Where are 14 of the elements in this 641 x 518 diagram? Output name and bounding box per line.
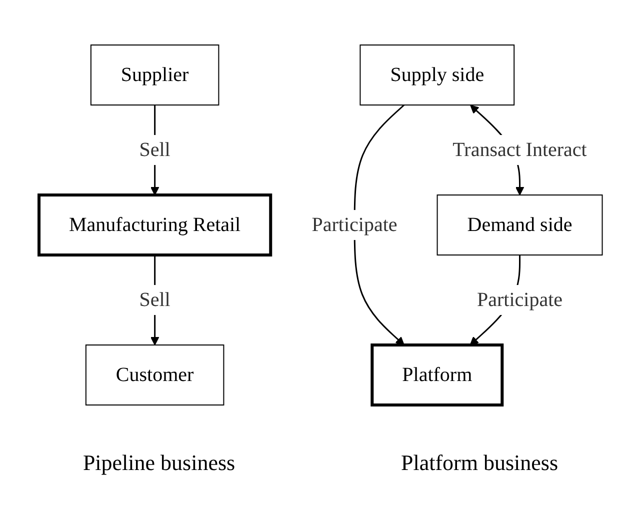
node-box: Manufacturing Retail bbox=[37, 194, 272, 256]
node-box: Customer bbox=[85, 344, 224, 406]
edge-label: Participate bbox=[476, 288, 562, 311]
edge-label: Participate bbox=[312, 214, 398, 236]
edge-label: Sell bbox=[139, 138, 170, 161]
edge-label: Transact Interact bbox=[452, 138, 587, 161]
node-box: Supply side bbox=[360, 44, 514, 106]
edge-label: Sell bbox=[139, 288, 170, 311]
node-box: Demand side bbox=[436, 194, 603, 256]
caption-text: Platform business bbox=[400, 450, 558, 476]
node-box: Supplier bbox=[90, 44, 220, 106]
caption-text: Pipeline business bbox=[82, 450, 236, 476]
node-box: Platform bbox=[370, 343, 504, 406]
arrow bbox=[354, 104, 404, 346]
